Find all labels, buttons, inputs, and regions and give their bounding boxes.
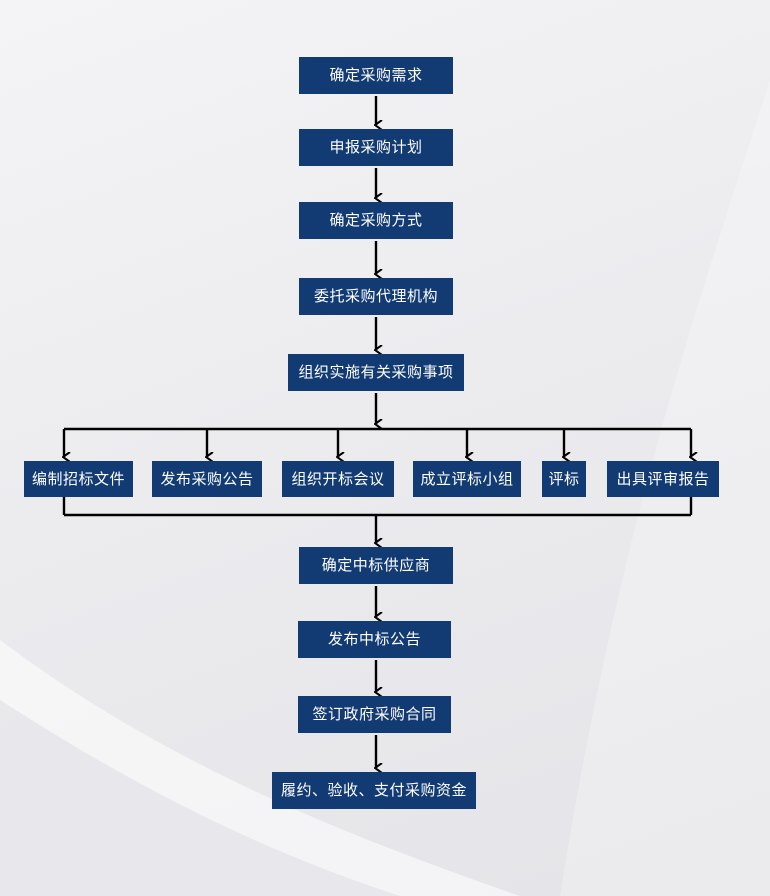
step-perform-accept-pay: 履约、验收、支付采购资金 xyxy=(272,772,476,809)
step-label: 组织开标会议 xyxy=(291,469,385,488)
step-form-committee: 成立评标小组 xyxy=(413,461,521,497)
step-label: 确定采购方式 xyxy=(329,211,423,229)
step-label: 出具评审报告 xyxy=(616,469,710,488)
step-prepare-tender-docs: 编制招标文件 xyxy=(24,461,133,497)
step-label: 成立评标小组 xyxy=(420,469,514,488)
step-determine-winner: 确定中标供应商 xyxy=(299,547,453,584)
step-publish-award: 发布中标公告 xyxy=(298,621,451,658)
step-issue-report: 出具评审报告 xyxy=(607,461,719,497)
step-label: 编制招标文件 xyxy=(31,469,125,488)
step-label: 发布采购公告 xyxy=(160,469,254,488)
step-determine-requirements: 确定采购需求 xyxy=(299,57,453,94)
step-label: 评标 xyxy=(548,469,580,488)
step-label: 申报采购计划 xyxy=(329,138,423,156)
step-evaluate-bids: 评标 xyxy=(542,461,586,497)
step-label: 发布中标公告 xyxy=(327,630,421,648)
step-bid-opening: 组织开标会议 xyxy=(282,461,394,497)
step-label: 确定中标供应商 xyxy=(321,556,431,574)
step-label: 确定采购需求 xyxy=(329,66,423,84)
step-organize-implementation: 组织实施有关采购事项 xyxy=(288,354,464,391)
step-label: 履约、验收、支付采购资金 xyxy=(280,781,467,799)
step-sign-contract: 签订政府采购合同 xyxy=(298,696,451,733)
step-label: 委托采购代理机构 xyxy=(313,287,438,305)
step-label: 签订政府采购合同 xyxy=(312,705,437,723)
step-publish-announcement: 发布采购公告 xyxy=(152,461,262,497)
step-submit-plan: 申报采购计划 xyxy=(299,129,453,166)
step-entrust-agency: 委托采购代理机构 xyxy=(299,278,453,315)
step-label: 组织实施有关采购事项 xyxy=(298,363,454,381)
step-determine-method: 确定采购方式 xyxy=(299,202,453,239)
